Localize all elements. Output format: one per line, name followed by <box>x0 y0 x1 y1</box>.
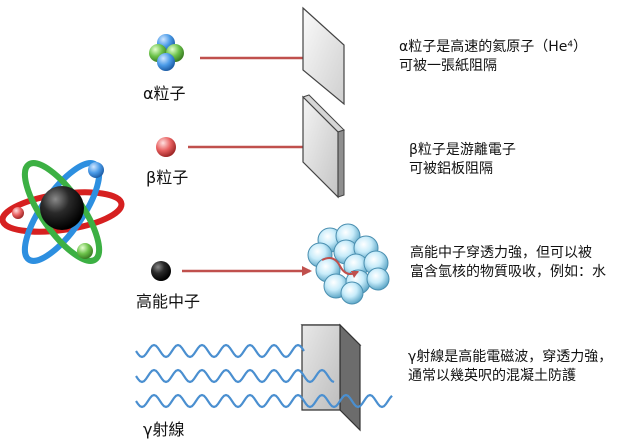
neutron-description: 高能中子穿透力強，但可以被 富含氫核的物質吸收，例如：水 <box>410 244 606 282</box>
atom-icon <box>0 160 125 264</box>
particle-label-alpha: α粒子 <box>143 84 186 103</box>
neutron-particle-icon <box>151 261 171 281</box>
gamma-description-line-1: γ射線是高能電磁波，穿透力強， <box>408 349 613 365</box>
alpha-description-line-2: 可被一張紙阻隔 <box>399 58 497 74</box>
gamma-description-line-2: 通常以幾英呎的混凝土防護 <box>408 368 576 384</box>
particle-label-beta: β粒子 <box>146 168 189 187</box>
aluminum-plate-icon <box>302 94 345 199</box>
beta-description: β粒子是游離電子 可被鋁板阻隔 <box>409 141 516 179</box>
neutron-description-line-2: 富含氫核的物質吸收，例如：水 <box>410 264 606 280</box>
alpha-description-line-1: α粒子是高速的氦原子（He⁴） <box>399 39 587 55</box>
particle-label-gamma: γ射線 <box>143 420 185 439</box>
alpha-description: α粒子是高速的氦原子（He⁴） 可被一張紙阻隔 <box>399 38 587 76</box>
alpha-particle-icon <box>149 34 184 71</box>
water-molecules-icon <box>307 223 390 305</box>
beta-description-line-2: 可被鋁板阻隔 <box>409 161 493 177</box>
gamma-wave-icon <box>135 343 393 409</box>
concrete-block-icon <box>300 323 362 432</box>
neutron-description-line-1: 高能中子穿透力強，但可以被 <box>410 245 592 261</box>
beta-description-line-1: β粒子是游離電子 <box>409 142 516 158</box>
particle-label-neutron: 高能中子 <box>136 292 201 311</box>
beta-particle-icon <box>156 137 176 157</box>
paper-sheet-icon <box>302 6 345 106</box>
gamma-description: γ射線是高能電磁波，穿透力強， 通常以幾英呎的混凝土防護 <box>408 348 612 386</box>
